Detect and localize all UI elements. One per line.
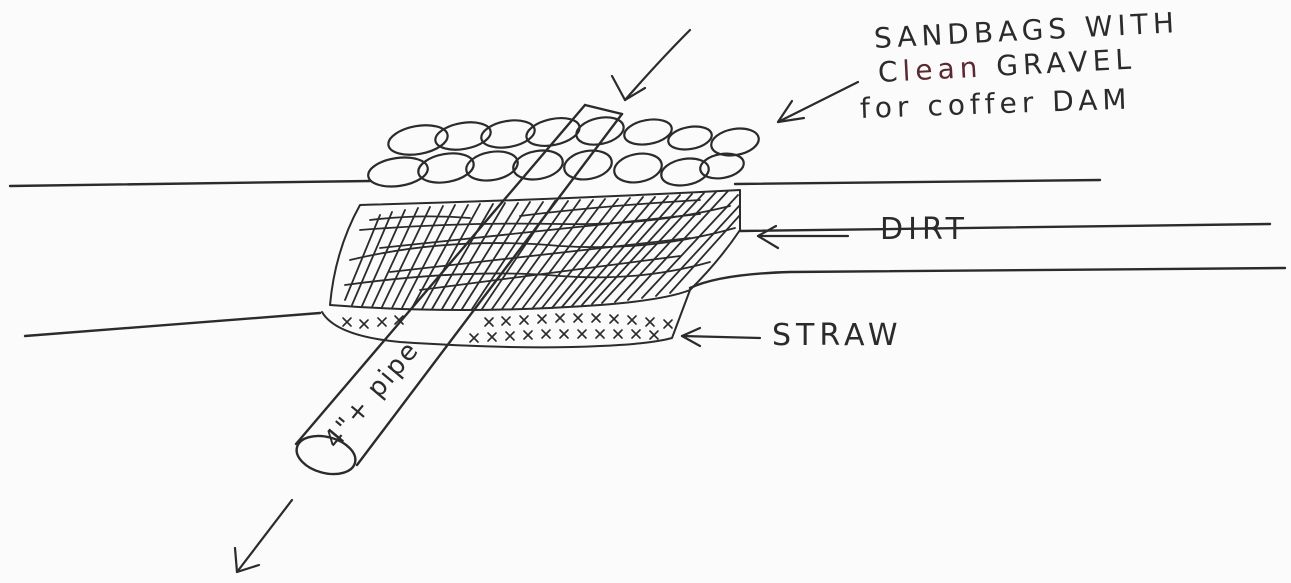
inflow-arrow: [625, 30, 690, 100]
dirt-label: DIRT: [880, 212, 969, 247]
straw-layer: [322, 290, 690, 347]
dirt-layer: [330, 190, 740, 310]
outflow-arrow: [237, 500, 292, 572]
sandbags-label-clean: lean: [902, 51, 984, 88]
sandbags: [366, 113, 761, 190]
sandbags-label-c: C: [877, 55, 903, 89]
sandbags-arrow: [778, 82, 858, 122]
straw-label: STRAW: [772, 318, 903, 353]
straw-arrow: [682, 336, 760, 338]
